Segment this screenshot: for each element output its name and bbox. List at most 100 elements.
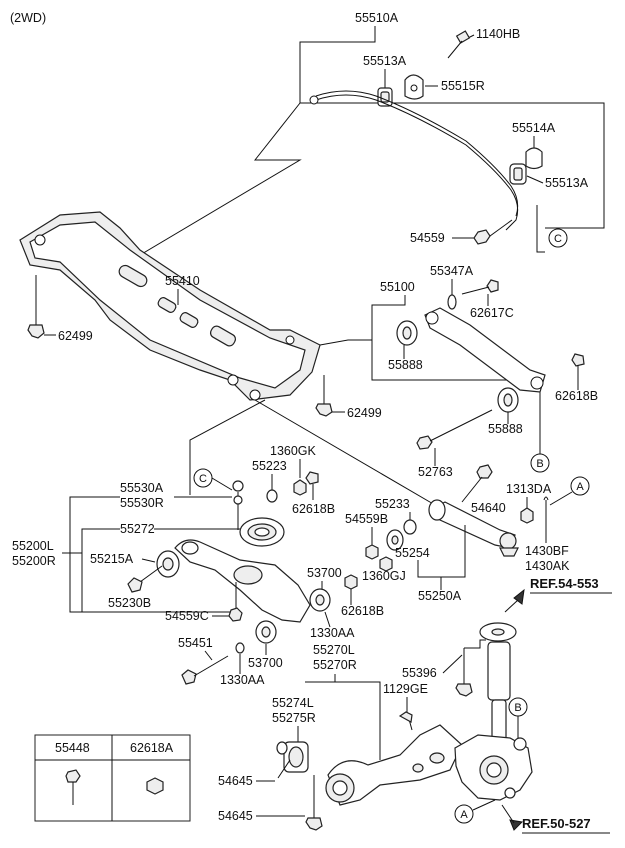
bushing-55513A-right-icon[interactable]: [509, 163, 527, 185]
label-62499-mid[interactable]: 62499: [347, 406, 382, 420]
label-55888-bottom[interactable]: 55888: [488, 422, 523, 436]
label-55230B[interactable]: 55230B: [108, 596, 151, 610]
lower-arm-55200-icon[interactable]: [174, 539, 311, 623]
nut-1360GJ-icon[interactable]: [379, 556, 393, 572]
label-55510A[interactable]: 55510A: [355, 11, 399, 25]
label-55200L[interactable]: 55200L: [12, 539, 54, 553]
bushing-53700-bottom-icon[interactable]: [255, 620, 277, 644]
bushing-55513A-top-icon[interactable]: [377, 87, 393, 107]
bracket-55515R-icon[interactable]: [404, 74, 424, 100]
bolt-1140HB-icon[interactable]: [447, 30, 471, 59]
bolt-54640-icon[interactable]: [461, 464, 493, 503]
label-55250A[interactable]: 55250A: [418, 589, 462, 603]
label-55888-top[interactable]: 55888: [388, 358, 423, 372]
label-55410[interactable]: 55410: [165, 274, 200, 288]
label-54640[interactable]: 54640: [471, 501, 506, 515]
washer-55347A-icon[interactable]: [447, 294, 457, 310]
label-52763[interactable]: 52763: [418, 465, 453, 479]
label-1129GE[interactable]: 1129GE: [383, 682, 428, 696]
label-55223[interactable]: 55223: [252, 459, 287, 473]
washer-55223-icon[interactable]: [266, 489, 278, 503]
bolt-62617C-icon[interactable]: [461, 279, 499, 295]
bolt-54645-b-icon[interactable]: [305, 775, 323, 831]
label-55274L[interactable]: 55274L: [272, 696, 314, 710]
pin-1430-icon[interactable]: [543, 496, 549, 535]
crossmember-55410-icon[interactable]: [19, 211, 321, 401]
label-1330AA-b[interactable]: 1330AA: [220, 673, 265, 687]
nut-54559-icon[interactable]: [473, 229, 491, 245]
ref-knuckle[interactable]: REF.50-527: [522, 816, 591, 831]
label-1430AK[interactable]: 1430AK: [525, 559, 570, 573]
label-54645-a[interactable]: 54645: [218, 774, 253, 788]
arm-55100-icon[interactable]: [424, 307, 546, 393]
label-1330AA-a[interactable]: 1330AA: [310, 626, 355, 640]
label-55100[interactable]: 55100: [380, 280, 415, 294]
label-62499-left[interactable]: 62499: [58, 329, 93, 343]
stabilizer-bar-icon[interactable]: [315, 94, 519, 231]
label-55233[interactable]: 55233: [375, 497, 410, 511]
bolt-55451-icon[interactable]: [181, 655, 229, 685]
bushing-55254-icon[interactable]: [386, 529, 404, 551]
bracket-55514A-icon[interactable]: [525, 147, 543, 170]
bolt-55230B-icon[interactable]: [127, 565, 163, 593]
spring-seat-55272-icon[interactable]: [239, 517, 285, 547]
label-55270R[interactable]: 55270R: [313, 658, 357, 672]
label-55270L[interactable]: 55270L: [313, 643, 355, 657]
knuckle-icon[interactable]: [454, 734, 533, 801]
trailing-arm-55270-icon[interactable]: [325, 724, 463, 806]
label-1430BF[interactable]: 1430BF: [525, 544, 569, 558]
bolt-62499-left-icon[interactable]: [27, 275, 45, 339]
nut-62618B-low-icon[interactable]: [344, 574, 358, 590]
label-55513A-top[interactable]: 55513A: [363, 54, 407, 68]
bolt-52763-icon[interactable]: [416, 409, 493, 450]
label-54645-b[interactable]: 54645: [218, 809, 253, 823]
label-53700-bottom[interactable]: 53700: [248, 656, 283, 670]
label-62618B-low[interactable]: 62618B: [341, 604, 384, 618]
bolt-55448-icon[interactable]: [65, 769, 81, 805]
bolt-55396-icon[interactable]: [455, 648, 473, 697]
bolt-62618B-right-icon[interactable]: [571, 353, 585, 390]
label-55396[interactable]: 55396: [402, 666, 437, 680]
label-1360GK[interactable]: 1360GK: [270, 444, 317, 458]
washer-55233-icon[interactable]: [403, 519, 417, 535]
nut-54559B-icon[interactable]: [365, 544, 379, 560]
label-55215A[interactable]: 55215A: [90, 552, 134, 566]
bushing-55888-bottom-icon[interactable]: [497, 387, 519, 413]
bolt-62618B-mid-icon[interactable]: [305, 471, 319, 500]
nut-1313DA-icon[interactable]: [520, 507, 534, 524]
label-1313DA[interactable]: 1313DA: [506, 482, 552, 496]
label-55254[interactable]: 55254: [395, 546, 430, 560]
bushing-55888-top-icon[interactable]: [396, 320, 418, 346]
label-55530R[interactable]: 55530R: [120, 496, 164, 510]
ref-strut[interactable]: REF.54-553: [530, 576, 599, 591]
nut-54559C-icon[interactable]: [228, 607, 243, 622]
bushing-53700-top-icon[interactable]: [309, 588, 331, 612]
strut-assembly-icon[interactable]: [479, 622, 517, 741]
label-62617C[interactable]: 62617C: [470, 306, 514, 320]
label-55514A[interactable]: 55514A: [512, 121, 556, 135]
stabilizer-link-icon[interactable]: [232, 480, 244, 530]
label-55347A[interactable]: 55347A: [430, 264, 474, 278]
label-1140HB[interactable]: 1140HB: [476, 27, 520, 41]
washer-1330AA-icon[interactable]: [235, 642, 245, 654]
label-54559C[interactable]: 54559C: [165, 609, 209, 623]
arm-55250A-icon[interactable]: [428, 499, 519, 557]
bolt-62499-mid-icon[interactable]: [315, 375, 333, 417]
label-54559[interactable]: 54559: [410, 231, 445, 245]
bolt-1129GE-icon[interactable]: [398, 711, 413, 731]
label-53700-top[interactable]: 53700: [307, 566, 342, 580]
label-55513A-right[interactable]: 55513A: [545, 176, 589, 190]
bushing-55274-icon[interactable]: [276, 741, 309, 773]
label-62618B-right[interactable]: 62618B: [555, 389, 598, 403]
label-62618B-mid[interactable]: 62618B: [292, 502, 335, 516]
label-55275R[interactable]: 55275R: [272, 711, 316, 725]
nut-1360GK-icon[interactable]: [293, 479, 307, 496]
bushing-55215A-icon[interactable]: [156, 550, 180, 578]
label-55515R[interactable]: 55515R: [441, 79, 485, 93]
label-1360GJ[interactable]: 1360GJ: [362, 569, 406, 583]
label-55530A[interactable]: 55530A: [120, 481, 164, 495]
nut-62618A-icon[interactable]: [146, 777, 164, 795]
label-55272[interactable]: 55272: [120, 522, 155, 536]
label-54559B[interactable]: 54559B: [345, 512, 388, 526]
label-55451[interactable]: 55451: [178, 636, 213, 650]
